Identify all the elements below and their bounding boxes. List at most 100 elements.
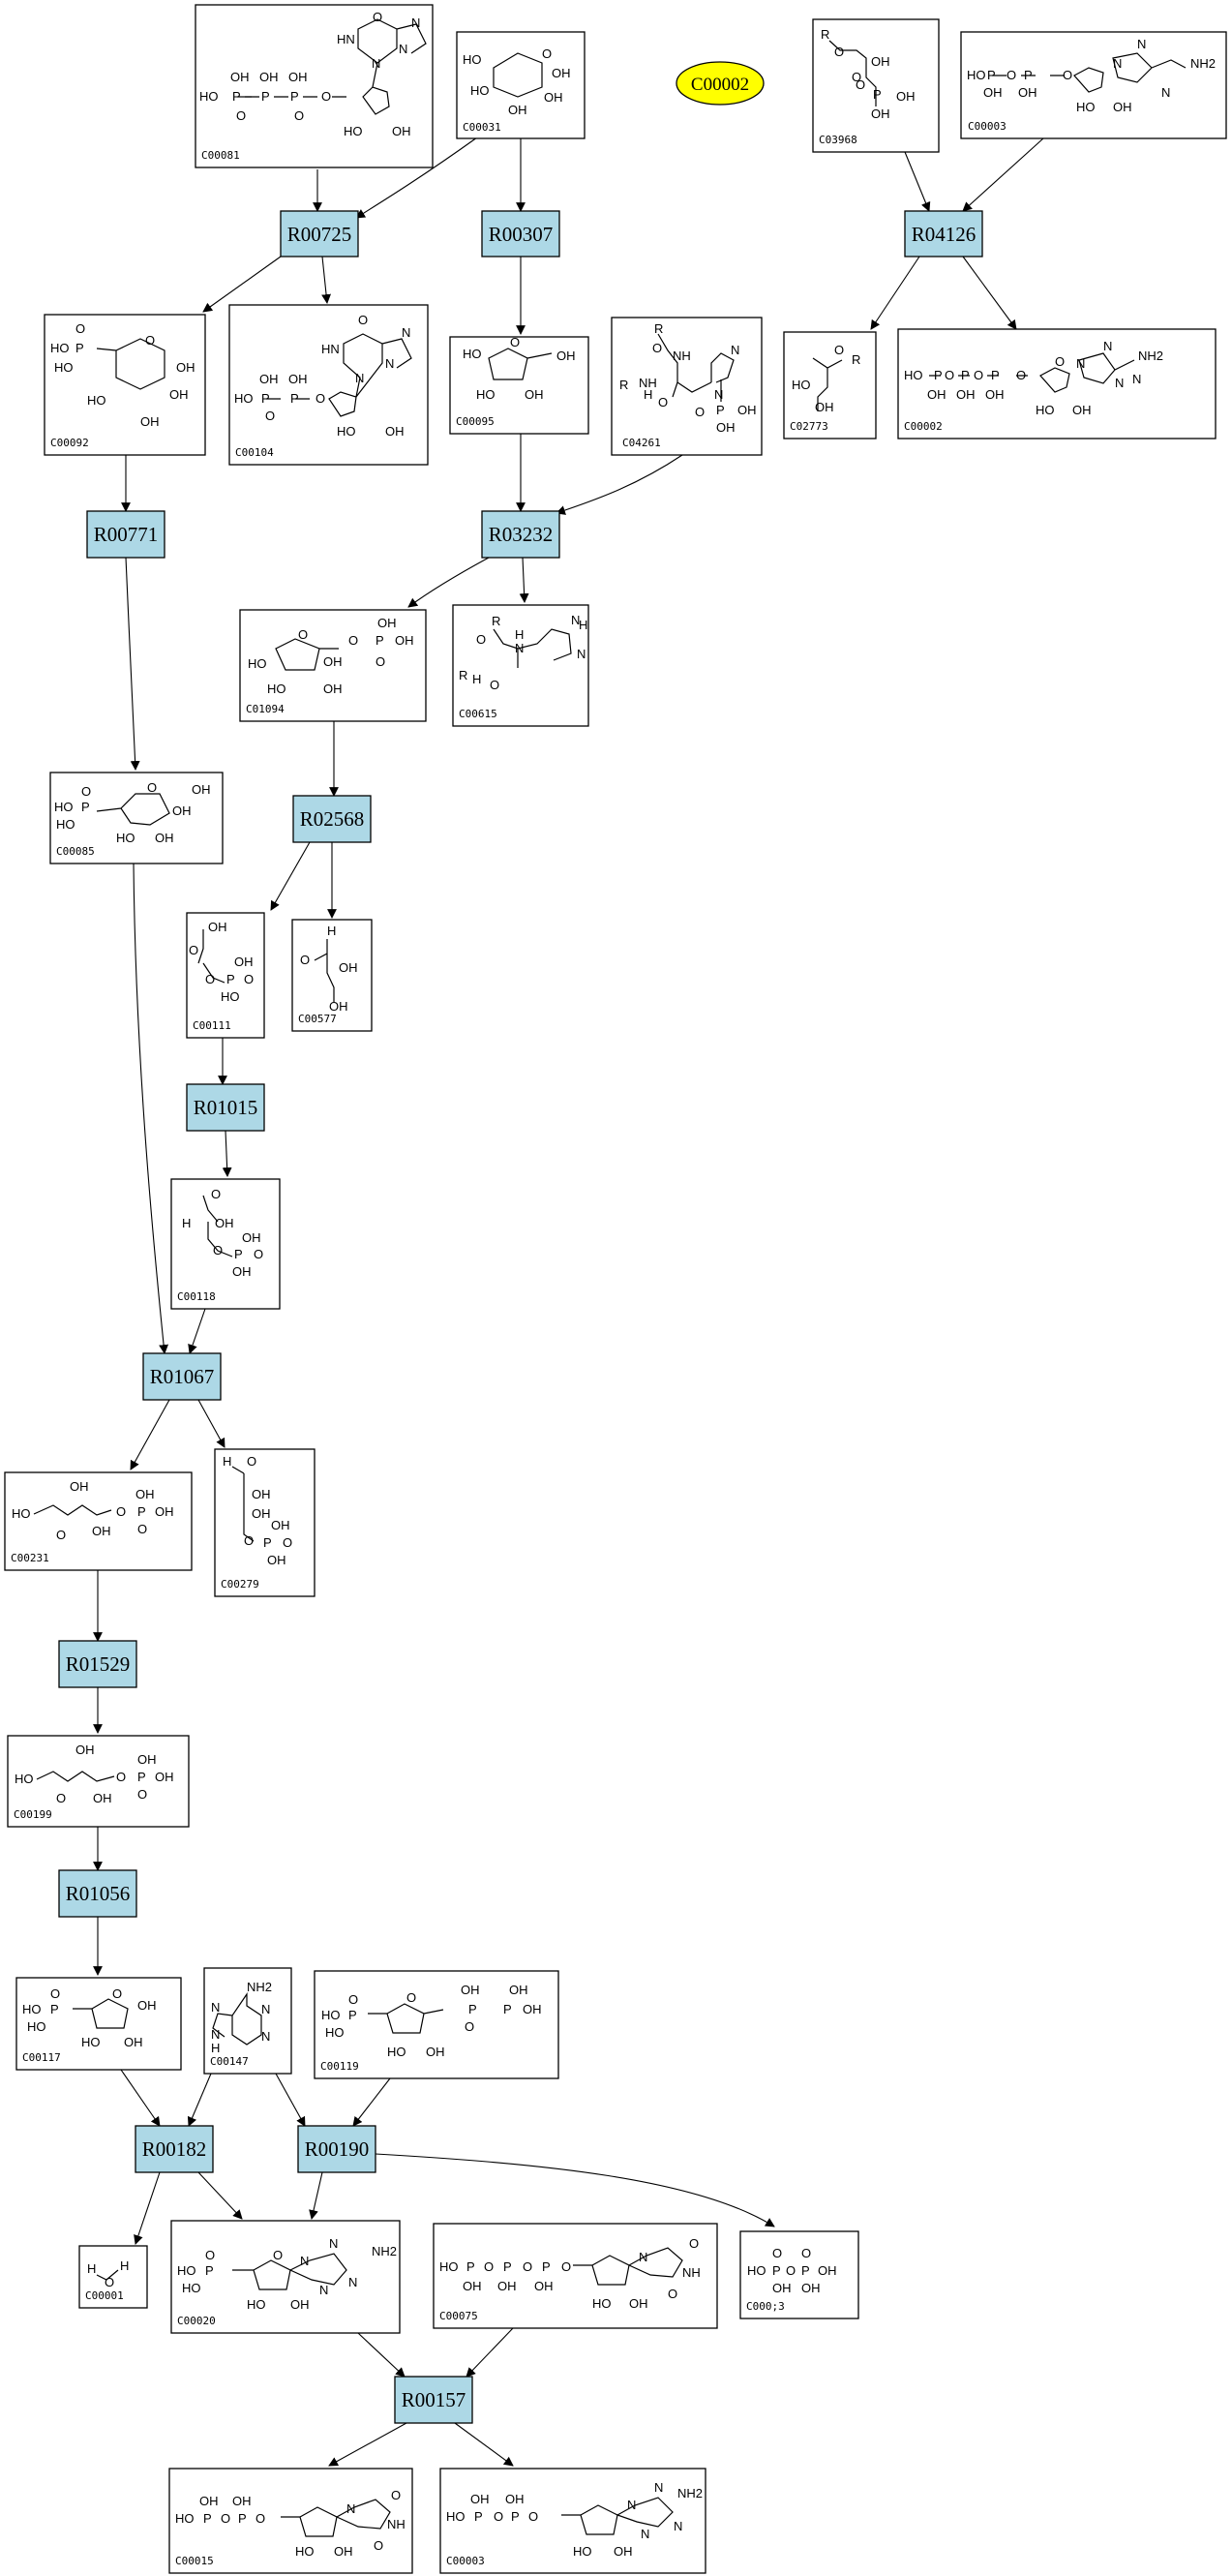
reaction-r02568[interactable]: R02568 [292,795,372,843]
atom-label: NH [673,349,691,363]
atom-label: N [1161,85,1170,100]
compound-id-c00013: C000;3 [746,2300,785,2313]
compound-c00003b[interactable] [439,2468,706,2574]
compound-c00075[interactable] [433,2223,718,2329]
svg-text:R02568: R02568 [300,807,365,831]
structure-c00104: HO P O OH P OH O HN N N N O HO OH [234,313,412,439]
compound-id-c00615: C00615 [459,708,497,720]
atom-label: O [189,943,198,957]
compound-c00095[interactable] [449,336,589,435]
atom-label: HO [904,368,923,382]
atom-label: P [232,89,241,104]
compound-c00015[interactable] [168,2468,413,2574]
structure-c00577: H O OH OH [300,924,358,1014]
atom-label: OH [75,1743,95,1757]
atom-label: HO [221,989,240,1004]
atom-label: H [223,1454,231,1469]
compound-c00117[interactable] [15,1977,182,2071]
reaction-r01056[interactable]: R01056 [58,1869,137,1918]
atom-label: O [358,313,368,327]
compound-c01094[interactable] [239,609,427,722]
compound-c00577[interactable] [291,919,373,1032]
svg-text:R04126: R04126 [912,223,977,246]
compound-c00231[interactable] [4,1471,193,1571]
reaction-r04126[interactable]: R04126 [904,210,983,258]
atom-label: P [468,2002,477,2016]
reaction-r00157[interactable]: R00157 [394,2376,473,2424]
compound-c00001[interactable] [78,2245,148,2309]
atom-label: O [316,391,325,406]
atom-label: HO [15,1772,34,1786]
atom-label: N [385,356,394,371]
compound-c02773[interactable] [783,331,877,439]
atom-label: HO [967,68,986,82]
edge-r02568-c00111 [270,841,311,911]
atom-label: P [263,1535,272,1550]
structure-c00615: R O H N N H N R O H [459,613,587,692]
reaction-r00190[interactable]: R00190 [297,2125,376,2173]
atom-label: N [627,2498,636,2512]
edge-r00725-c00092 [202,256,282,313]
atom-label: N [639,2250,647,2264]
compound-c00118[interactable] [170,1178,281,1310]
atom-label: H [515,627,524,642]
atom-label: OH [927,387,947,402]
atom-label: OH [259,372,279,386]
reaction-r00307[interactable]: R00307 [481,210,560,258]
atom-label: OH [505,2492,525,2506]
atom-label: OH [871,54,890,69]
atom-label: O [205,972,215,986]
reaction-r00182[interactable]: R00182 [135,2125,214,2173]
atom-label: HO [199,89,219,104]
atom-label: HO [50,341,70,355]
atom-label: OH [172,803,192,818]
atom-label: O [254,1247,263,1261]
atom-label: OH [544,90,563,105]
svg-text:R00307: R00307 [489,223,554,246]
atom-label: O [298,627,308,642]
compound-c00003[interactable] [960,31,1227,139]
compound-c03968[interactable] [812,18,940,153]
atom-label: O [147,780,157,795]
atom-label: O [137,1522,147,1536]
atom-label: OH [523,2002,542,2016]
main-compound-ellipse[interactable]: C00002 [676,61,765,106]
atom-label: N [641,2527,649,2541]
atom-label: HO [27,2019,46,2034]
atom-label: OH [629,2296,648,2311]
atom-label: H [182,1216,191,1230]
atom-label: N [571,613,580,627]
atom-label: H [120,2258,129,2273]
compound-c00031[interactable] [456,31,586,139]
compound-c00104[interactable] [228,304,429,466]
atom-label: N [1132,372,1141,386]
reaction-r00771[interactable]: R00771 [86,510,165,559]
atom-label: OH [1072,403,1092,417]
structure-c00111: OH O OH P O HO O [189,920,254,1004]
compound-c00119[interactable] [314,1970,559,2079]
atom-label: OH [552,66,571,80]
compound-c04261[interactable] [611,317,763,456]
reaction-r03232[interactable]: R03232 [481,510,560,559]
compound-c00279[interactable] [214,1448,316,1597]
atom-label: O [374,2538,383,2553]
edge-r01015-c00118 [222,1130,232,1177]
compound-c00013[interactable] [739,2230,859,2319]
compound-c00081[interactable] [195,4,434,168]
compound-c00002[interactable] [897,328,1217,439]
compound-c00020[interactable] [170,2220,401,2334]
svg-text:R03232: R03232 [489,523,554,546]
compound-c00615[interactable] [452,604,589,727]
atom-label: OH [509,1983,528,1997]
reaction-r01067[interactable]: R01067 [142,1352,222,1401]
atom-label: O [348,633,358,648]
compound-c00092[interactable] [44,314,206,456]
compound-c00147[interactable] [203,1967,292,2075]
reaction-r00725[interactable]: R00725 [280,210,359,258]
edge-r04126-c00002 [962,256,1017,330]
compound-c00085[interactable] [49,772,224,864]
compound-c00111[interactable] [186,912,265,1039]
reaction-r01015[interactable]: R01015 [186,1083,265,1132]
reaction-r01529[interactable]: R01529 [58,1640,137,1688]
atom-label: NH2 [677,2486,703,2500]
